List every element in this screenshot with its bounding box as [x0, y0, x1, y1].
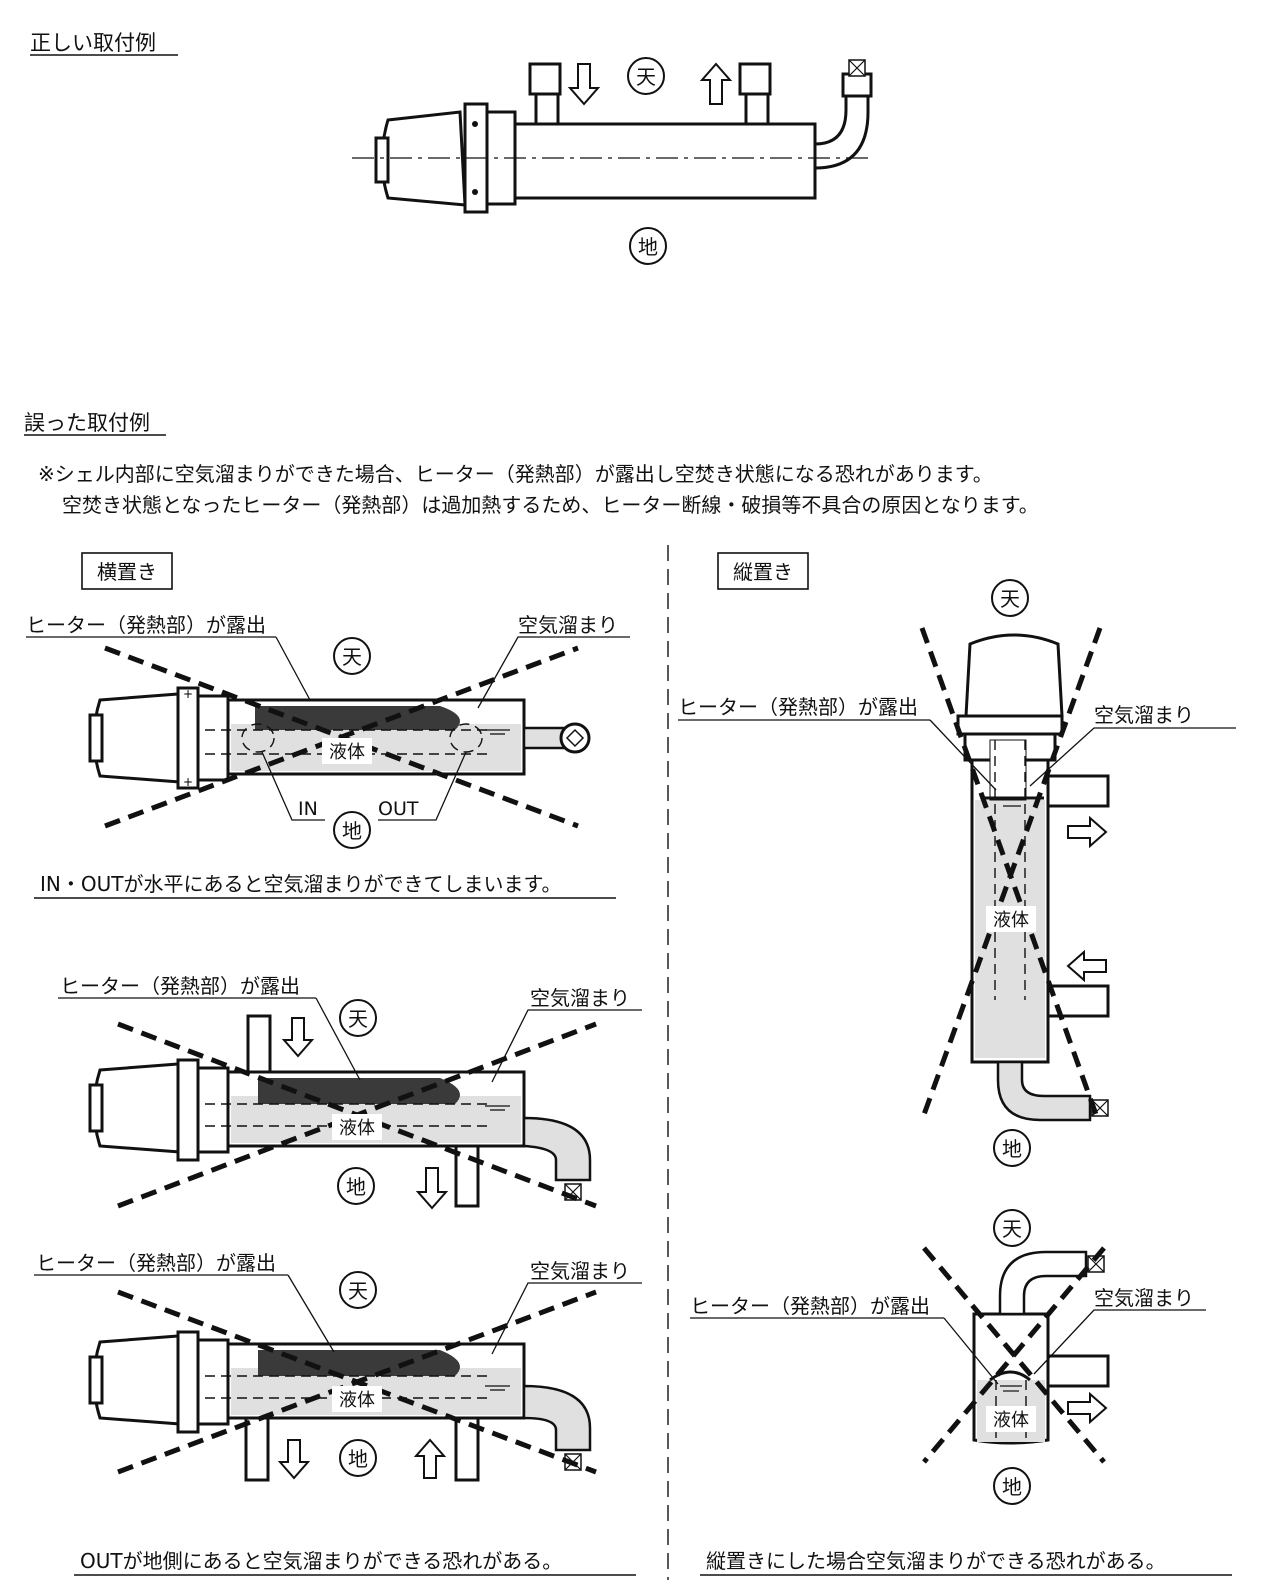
bottom-label-h2: 地 [346, 1175, 366, 1199]
top-marker-h1 [333, 637, 371, 675]
heater-exposed-label-v1: ヒーター（発熱部）が露出 [678, 695, 918, 719]
vertical-panel-box [717, 552, 809, 590]
liquid-label-v1: 液体 [993, 910, 1029, 931]
top-label-h1: 天 [342, 645, 362, 669]
liquid-label-v2: 液体 [993, 1410, 1029, 1431]
out-label: OUT [378, 798, 419, 820]
caption-h3: OUTが地側にあると空気溜まりができる恐れがある。 [80, 1549, 562, 1573]
top-label-v1: 天 [1000, 587, 1020, 611]
heater-exposed-label-h1: ヒーター（発熱部）が露出 [26, 613, 266, 637]
bottom-label-h3: 地 [348, 1447, 368, 1471]
vertical-diagram-1 [678, 627, 1236, 1122]
bottom-marker-h1 [333, 811, 371, 849]
bottom-marker-h3 [339, 1439, 377, 1477]
in-label: IN [298, 798, 318, 820]
heater-exposed-label-v2: ヒーター（発熱部）が露出 [690, 1294, 930, 1318]
liquid-label-h3: 液体 [339, 1390, 375, 1411]
svg-text:+: + [183, 775, 193, 789]
bottom-label-v2: 地 [1002, 1475, 1022, 1499]
top-label-h3: 天 [348, 1279, 368, 1303]
correct-heater-diagram [352, 59, 873, 214]
top-label-v2: 天 [1002, 1217, 1022, 1241]
bottom-label-v1: 地 [1002, 1137, 1022, 1161]
liquid-label-h1: 液体 [329, 742, 365, 763]
horizontal-panel-label: 横置き [97, 560, 157, 584]
horizontal-diagram-3 [34, 1274, 642, 1482]
liquid-label-h2: 液体 [339, 1118, 375, 1139]
bottom-label-1: 地 [638, 235, 658, 259]
bottom-marker-1 [629, 227, 667, 265]
caption-v: 縦置きにした場合空気溜まりができる恐れがある。 [706, 1549, 1166, 1573]
svg-text:+: + [183, 687, 193, 701]
horizontal-diagram-2 [58, 997, 642, 1210]
heater-exposed-label-h3: ヒーター（発熱部）が露出 [36, 1251, 276, 1275]
top-marker-v1 [991, 579, 1029, 617]
caption-h1: IN・OUTが水平にあると空気溜まりができてしまいます。 [40, 872, 561, 896]
wrong-title: 誤った取付例 [24, 411, 150, 435]
top-label-h2: 天 [348, 1007, 368, 1031]
top-label-1: 天 [636, 65, 656, 89]
vertical-panel-label: 縦置き [733, 560, 793, 584]
vertical-diagram-2 [690, 1246, 1206, 1464]
air-pocket-label-v1: 空気溜まり [1094, 703, 1194, 727]
top-marker-1 [627, 57, 665, 95]
note-line-1: ※シェル内部に空気溜まりができた場合、ヒーター（発熱部）が露出し空焚き状態になる… [38, 462, 993, 486]
horizontal-panel-box [81, 552, 173, 590]
air-pocket-label-v2: 空気溜まり [1094, 1286, 1194, 1310]
top-marker-v2 [993, 1209, 1031, 1247]
note-line-2: 空焚き状態となったヒーター（発熱部）は過加熱するため、ヒーター断線・破損等不具合… [62, 493, 1039, 517]
air-pocket-label-h2: 空気溜まり [530, 986, 630, 1010]
top-marker-h2 [339, 999, 377, 1037]
air-pocket-label-h3: 空気溜まり [530, 1259, 630, 1283]
bottom-label-h1: 地 [342, 819, 362, 843]
bottom-marker-v1 [993, 1129, 1031, 1167]
air-pocket-label-h1: 空気溜まり [518, 613, 618, 637]
correct-title: 正しい取付例 [30, 31, 156, 55]
top-marker-h3 [339, 1271, 377, 1309]
bottom-marker-h2 [337, 1167, 375, 1205]
bottom-marker-v2 [993, 1467, 1031, 1505]
horizontal-diagram-1: + + [26, 636, 630, 829]
heater-exposed-label-h2: ヒーター（発熱部）が露出 [60, 974, 300, 998]
